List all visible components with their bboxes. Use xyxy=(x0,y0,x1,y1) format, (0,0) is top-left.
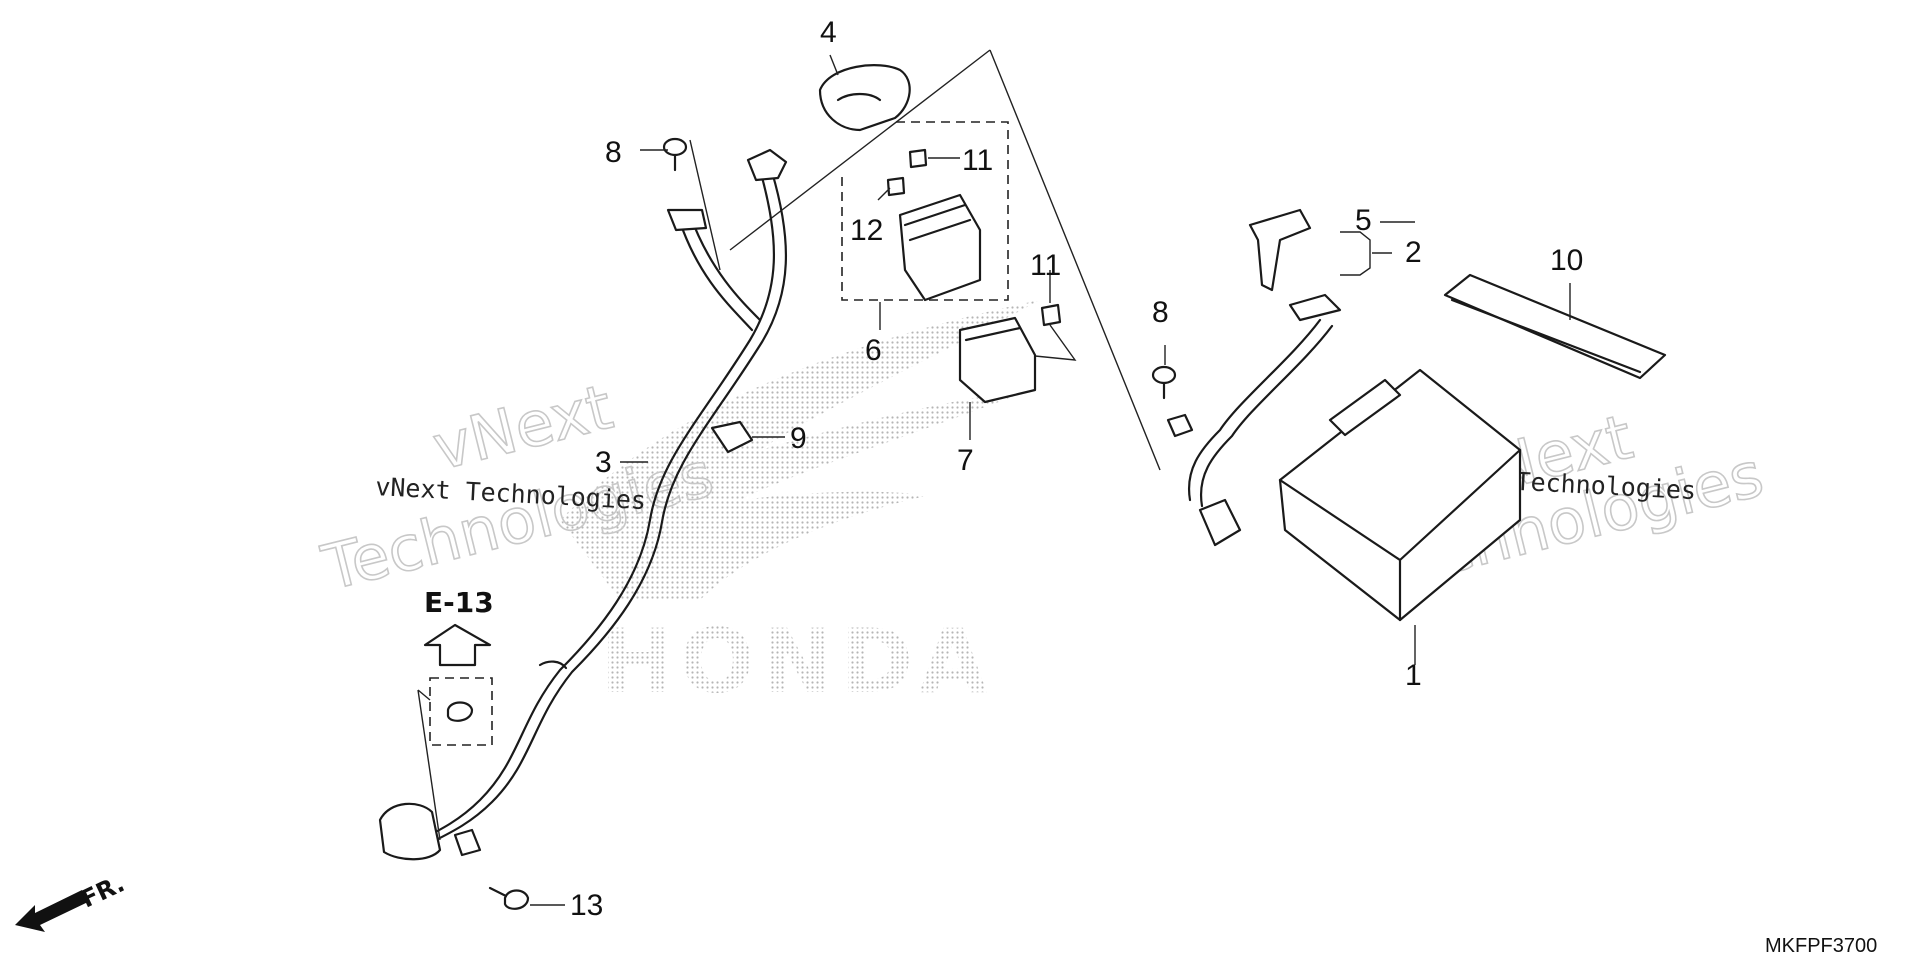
battery-body xyxy=(1278,368,1522,622)
battery-strap xyxy=(1443,273,1667,380)
front-label: FR. xyxy=(77,869,129,913)
relay-cover-body xyxy=(818,64,911,132)
harness-band xyxy=(538,660,568,670)
callout-7: 7 xyxy=(957,444,974,477)
harness-terminal-upper xyxy=(666,208,708,232)
fuse-11-top xyxy=(908,148,928,169)
grommet xyxy=(446,701,474,722)
diagram-code: MKFPF3700 xyxy=(1765,935,1877,957)
fuse-12 xyxy=(886,176,906,197)
harness-branch-2 xyxy=(678,220,754,332)
terminal-cover-5 xyxy=(1248,208,1312,292)
battery-cable-terminal xyxy=(1288,293,1342,322)
connector-7-edge xyxy=(964,326,1022,342)
up-arrow-icon xyxy=(423,623,492,667)
callout-4: 4 xyxy=(820,16,837,49)
callout-9: 9 xyxy=(790,422,807,455)
front-direction: FR. xyxy=(15,869,129,932)
battery-cable-connector xyxy=(1198,498,1242,547)
battery-cable xyxy=(1166,293,1342,547)
callout-3: 3 xyxy=(595,446,612,479)
starter-relay xyxy=(898,193,982,302)
harness-branch xyxy=(688,213,762,322)
leader-12 xyxy=(877,187,891,201)
battery-cable-wire xyxy=(1187,318,1322,502)
leader-11-7 xyxy=(1024,324,1077,361)
callout-5: 5 xyxy=(1355,204,1372,237)
reference-leader xyxy=(417,689,441,841)
battery-terminal xyxy=(1328,378,1402,437)
leader-lines xyxy=(689,49,1161,471)
relay-cover-detail xyxy=(836,92,882,102)
reference-box xyxy=(429,677,493,746)
fuse-11-lower xyxy=(1040,303,1062,327)
relay-assembly-box xyxy=(841,121,1009,301)
bracket-2 xyxy=(1340,231,1371,276)
callout-2: 2 xyxy=(1405,236,1422,269)
harness-wire-1 xyxy=(418,168,776,842)
bolt-13 xyxy=(488,886,530,910)
callout-6: 6 xyxy=(865,334,882,367)
harness-lug xyxy=(453,828,482,857)
callout-8-right: 8 xyxy=(1152,296,1169,329)
callout-1: 1 xyxy=(1405,659,1422,692)
callout-8-left: 8 xyxy=(605,136,622,169)
relay-ribs xyxy=(903,203,972,242)
callout-11-lower: 11 xyxy=(1030,249,1061,282)
harness-connector-bottom xyxy=(378,802,442,861)
wing-shape xyxy=(560,300,1040,600)
battery xyxy=(1278,368,1522,622)
battery-edges xyxy=(1278,448,1522,622)
harness-wire-2 xyxy=(430,170,788,844)
callouts: 1 2 3 4 5 6 7 8 8 9 10 11 11 12 13 xyxy=(570,16,1583,922)
callout-12: 12 xyxy=(850,214,883,247)
relay-body xyxy=(898,193,982,302)
relay-cover xyxy=(818,64,911,132)
callout-10: 10 xyxy=(1550,244,1583,277)
honda-wing-logo: HONDA xyxy=(560,300,1040,713)
relay-connector-7 xyxy=(958,316,1037,404)
wire-harness xyxy=(378,148,788,861)
battery-cable-wire-2 xyxy=(1199,324,1334,508)
connector-7-body xyxy=(958,316,1037,404)
honda-logo-text: HONDA xyxy=(600,610,993,713)
bolt-8-left xyxy=(662,137,688,172)
harness-terminal-top xyxy=(746,148,788,182)
battery-cable-lug xyxy=(1166,413,1194,438)
bolt-8-right xyxy=(1151,365,1177,400)
callout-13: 13 xyxy=(570,889,603,922)
leader-4 xyxy=(829,54,839,76)
clip-9 xyxy=(710,420,754,454)
front-arrow-icon xyxy=(15,890,88,932)
callout-11-top: 11 xyxy=(962,144,993,177)
reference-label: E-13 xyxy=(424,586,494,619)
reference-e13: E-13 xyxy=(417,586,494,841)
